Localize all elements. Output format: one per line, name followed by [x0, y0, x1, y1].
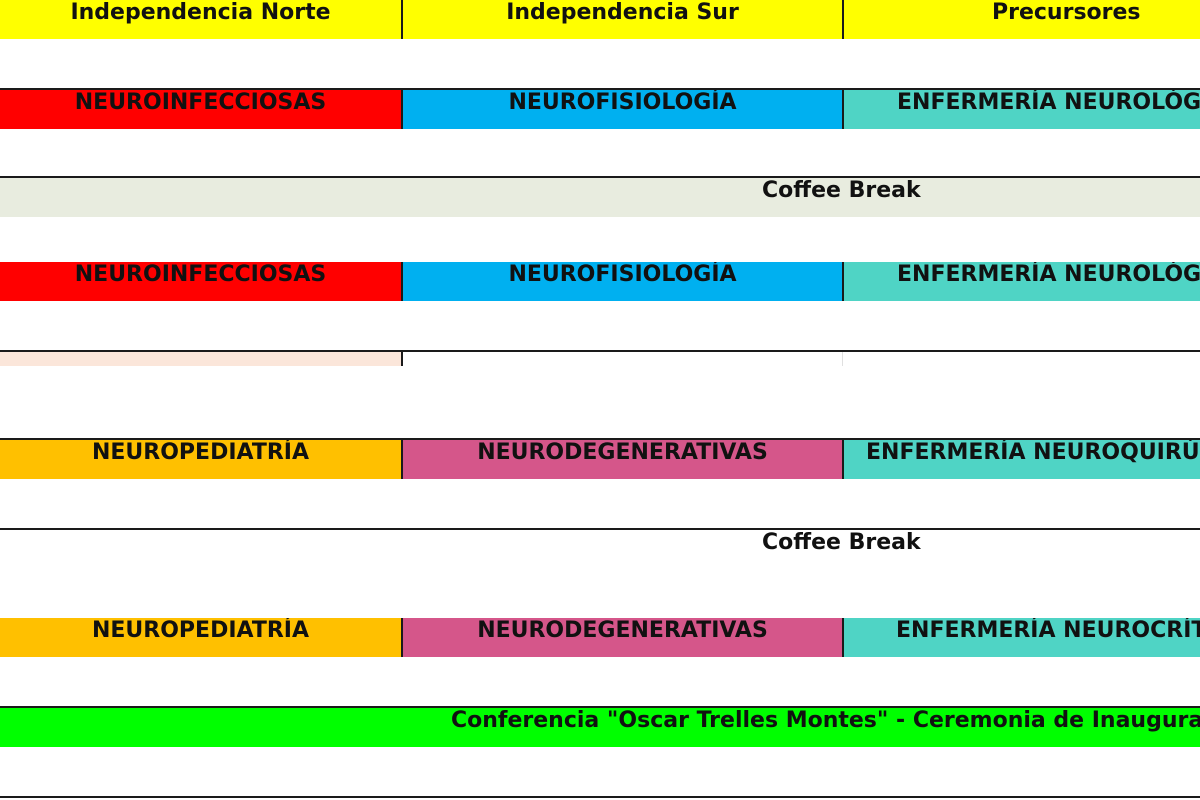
header-row: Independencia Norte Independencia Sur Pr…: [0, 0, 1200, 88]
coffee-break-cell: Coffee Break: [0, 178, 1200, 217]
session-cell-neurodegenerativas: NEURODEGENERATIVAS: [401, 618, 842, 657]
session-label: NEUROINFECCIOSAS: [74, 262, 327, 287]
blank-row: [0, 352, 1200, 438]
session-cell-neuroinfecciosas: NEUROINFECCIOSAS: [0, 262, 401, 301]
session-label: NEUROPEDIATRÍA: [91, 618, 310, 643]
conferencia-row: Conferencia "Oscar Trelles Montes" - Cer…: [0, 708, 1200, 796]
session-cell-neuropediatria: NEUROPEDIATRÍA: [0, 618, 401, 657]
row-divider: [0, 176, 1200, 178]
session-label: NEUROFISIOLOGÍA: [508, 90, 737, 115]
coffee-break-row: Coffee Break: [0, 530, 1200, 618]
blank-cell: [842, 352, 1200, 366]
coffee-break-label: Coffee Break: [762, 178, 921, 203]
blank-cell: [401, 352, 842, 366]
session-label: NEURODEGENERATIVAS: [477, 618, 768, 643]
session-cell-enfermeria-neuroquirurgica: ENFERMERÍA NEUROQUIRÚR: [842, 440, 1200, 479]
conferencia-cell: Conferencia "Oscar Trelles Montes" - Cer…: [0, 708, 1200, 747]
coffee-break-label: Coffee Break: [762, 530, 921, 555]
header-label: Precursores: [992, 0, 1141, 25]
session-cell-neurofisiologia: NEUROFISIOLOGÍA: [401, 262, 842, 301]
row-divider: [0, 88, 1200, 90]
session-label: NEUROFISIOLOGÍA: [508, 262, 737, 287]
row-divider: [0, 438, 1200, 440]
coffee-break-cell: Coffee Break: [0, 530, 1200, 569]
coffee-break-row: Coffee Break: [0, 178, 1200, 262]
session-cell-enfermeria-neurologica: ENFERMERÍA NEUROLÓGI: [842, 262, 1200, 301]
session-label: NEUROPEDIATRÍA: [91, 440, 310, 465]
session-row: NEUROINFECCIOSAS NEUROFISIOLOGÍA ENFERME…: [0, 90, 1200, 176]
row-divider: [0, 796, 1200, 798]
row-divider: [0, 528, 1200, 530]
header-cell-independencia-sur: Independencia Sur: [401, 0, 842, 39]
session-cell-neuroinfecciosas: NEUROINFECCIOSAS: [0, 90, 401, 129]
session-label: ENFERMERÍA NEUROQUIRÚR: [866, 440, 1200, 465]
session-cell-neurofisiologia: NEUROFISIOLOGÍA: [401, 90, 842, 129]
session-cell-enfermeria-neurologica: ENFERMERÍA NEUROLÓGI: [842, 90, 1200, 129]
session-label: ENFERMERÍA NEUROLÓGI: [897, 262, 1200, 287]
header-cell-independencia-norte: Independencia Norte: [0, 0, 401, 39]
session-cell-neurodegenerativas: NEURODEGENERATIVAS: [401, 440, 842, 479]
row-divider: [0, 350, 1200, 352]
conferencia-label: Conferencia "Oscar Trelles Montes" - Cer…: [451, 708, 1200, 733]
header-cell-precursores: Precursores: [842, 0, 1200, 39]
session-row: NEUROPEDIATRÍA NEURODEGENERATIVAS ENFERM…: [0, 618, 1200, 706]
session-row: NEUROINFECCIOSAS NEUROFISIOLOGÍA ENFERME…: [0, 262, 1200, 350]
session-row: NEUROPEDIATRÍA NEURODEGENERATIVAS ENFERM…: [0, 440, 1200, 528]
header-label: Independencia Norte: [70, 0, 331, 25]
session-label: NEURODEGENERATIVAS: [477, 440, 768, 465]
session-label: ENFERMERÍA NEUROLÓGI: [897, 90, 1200, 115]
session-label: ENFERMERÍA NEUROCRÍTI: [896, 618, 1200, 643]
row-divider: [0, 706, 1200, 708]
session-cell-enfermeria-neurocritica: ENFERMERÍA NEUROCRÍTI: [842, 618, 1200, 657]
session-label: NEUROINFECCIOSAS: [74, 90, 327, 115]
session-cell-neuropediatria: NEUROPEDIATRÍA: [0, 440, 401, 479]
blank-cell: [0, 352, 401, 366]
header-label: Independencia Sur: [506, 0, 739, 25]
